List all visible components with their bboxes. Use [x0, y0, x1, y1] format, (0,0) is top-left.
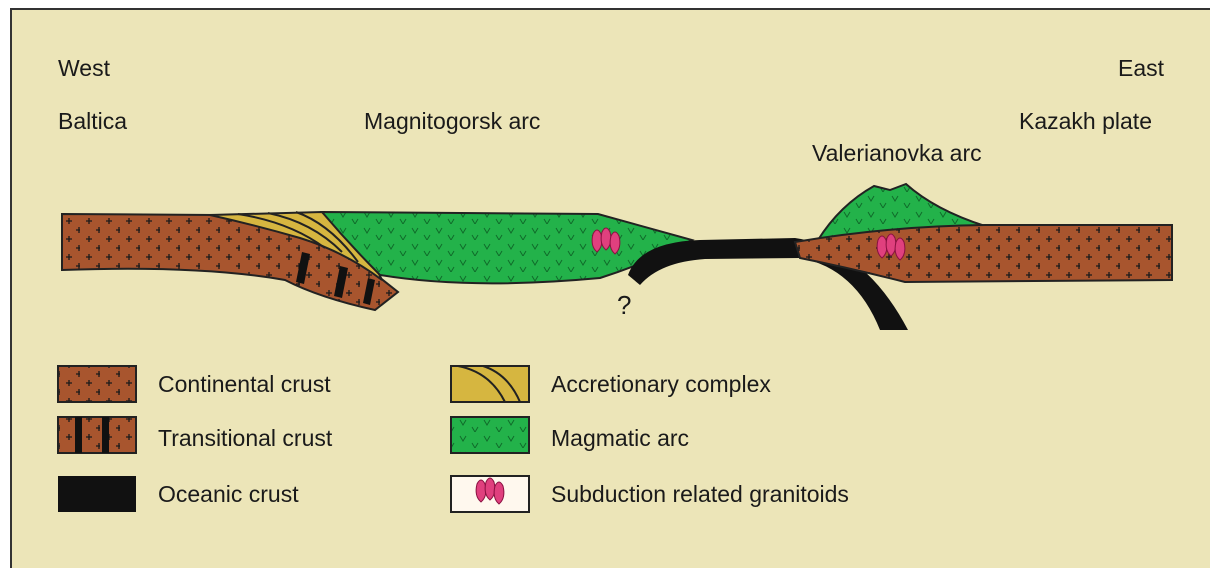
legend-swatch-magmatic: [451, 417, 529, 453]
label-question-mark: ?: [617, 292, 631, 318]
label-baltica: Baltica: [58, 110, 127, 133]
legend-label-oceanic: Oceanic crust: [158, 483, 299, 506]
granitoid-magnitogorsk: [592, 228, 620, 254]
granitoid-kazakh: [877, 234, 905, 260]
legend-swatch-continental: [58, 366, 136, 402]
label-valerianovka-arc: Valerianovka arc: [812, 142, 982, 165]
legend-label-transitional: Transitional crust: [158, 427, 332, 450]
label-east: East: [1118, 57, 1164, 80]
label-magnitogorsk-arc: Magnitogorsk arc: [364, 110, 540, 133]
legend-label-continental: Continental crust: [158, 373, 331, 396]
legend-swatch-oceanic: [58, 476, 136, 512]
legend-swatch-accretionary: [451, 366, 529, 402]
legend-label-magmatic: Magmatic arc: [551, 427, 689, 450]
label-west: West: [58, 57, 110, 80]
legend-swatch-granitoids: [451, 476, 529, 512]
legend-label-accretionary: Accretionary complex: [551, 373, 771, 396]
label-kazakh-plate: Kazakh plate: [1019, 110, 1152, 133]
legend-swatch-transitional: [58, 417, 136, 453]
legend-label-granitoids: Subduction related granitoids: [551, 483, 849, 506]
